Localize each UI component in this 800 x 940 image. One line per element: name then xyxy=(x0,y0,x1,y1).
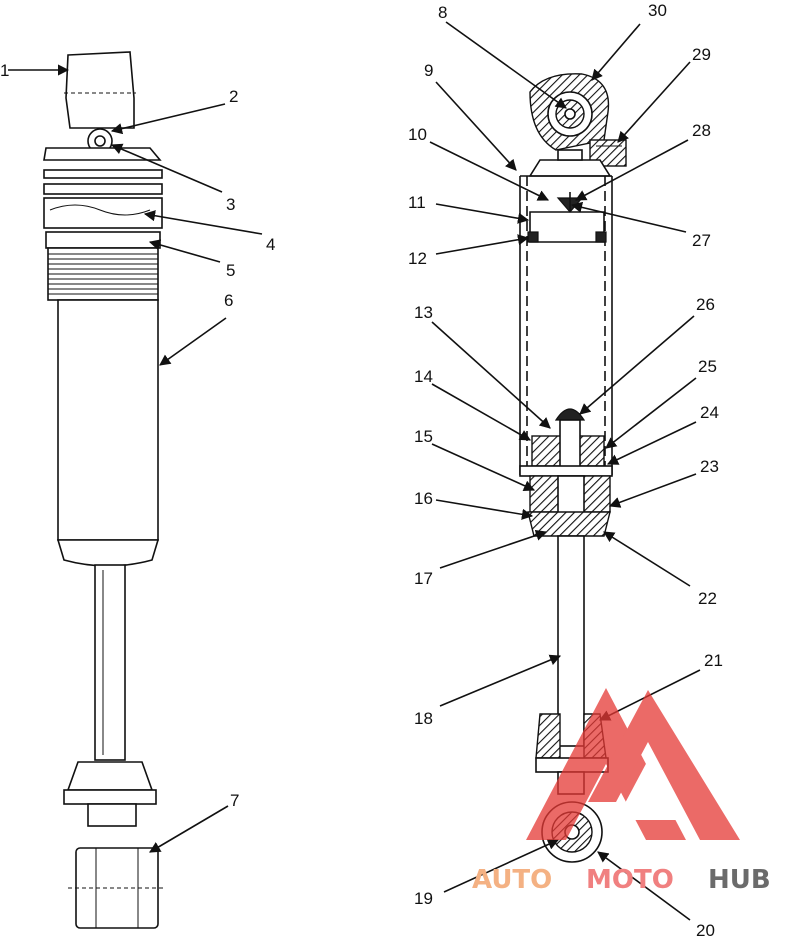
rebound-bumper xyxy=(554,408,586,421)
adjuster-ring xyxy=(43,197,163,229)
callout-19: 19 xyxy=(414,889,433,908)
bump-stop-section xyxy=(535,713,561,759)
callout-28: 28 xyxy=(692,121,711,140)
callout-24: 24 xyxy=(700,403,719,422)
callout-17: 17 xyxy=(414,569,433,588)
shaft-rod xyxy=(557,535,585,747)
watermark-part1: AUTO xyxy=(472,865,552,895)
callout-13: 13 xyxy=(414,303,433,322)
locknut xyxy=(43,169,163,179)
floating-piston xyxy=(529,211,605,243)
callout-11: 11 xyxy=(408,193,426,212)
watermark-text: AUTO MOTO HUB xyxy=(472,865,771,895)
callout-26: 26 xyxy=(696,295,715,314)
top-mount xyxy=(65,51,135,129)
shock-body xyxy=(57,299,159,541)
callout-7: 7 xyxy=(230,791,239,810)
exterior-shock-view xyxy=(8,51,263,929)
callout-18: 18 xyxy=(414,709,433,728)
callout-12: 12 xyxy=(408,249,427,268)
callout-1: 1 xyxy=(0,61,9,80)
piston-rod xyxy=(94,564,126,761)
callout-23: 23 xyxy=(700,457,719,476)
callout-20: 20 xyxy=(696,921,715,940)
callout-29: 29 xyxy=(692,45,711,64)
callout-2: 2 xyxy=(229,87,238,106)
callout-3: 3 xyxy=(226,195,235,214)
callout-6: 6 xyxy=(224,291,233,310)
cross-section-view xyxy=(429,21,701,921)
callout-22: 22 xyxy=(698,589,717,608)
watermark-part3: HUB xyxy=(708,865,771,895)
callout-30: 30 xyxy=(648,1,667,20)
threads xyxy=(48,253,158,295)
callout-labels: 1 2 3 4 5 6 7 8 9 10 11 12 13 14 15 16 1… xyxy=(0,1,723,940)
callout-5: 5 xyxy=(226,261,235,280)
callout-10: 10 xyxy=(408,125,427,144)
callout-21: 21 xyxy=(704,651,723,670)
callout-25: 25 xyxy=(698,357,717,376)
watermark-logo xyxy=(526,688,740,840)
logo-triangle-right xyxy=(588,690,740,840)
end-cap xyxy=(528,159,612,177)
callout-16: 16 xyxy=(414,489,433,508)
callout-8: 8 xyxy=(438,3,447,22)
callout-4: 4 xyxy=(266,235,275,254)
watermark-part2: MOTO xyxy=(586,865,674,895)
bump-stop xyxy=(66,761,154,791)
callout-9: 9 xyxy=(424,61,433,80)
callout-14: 14 xyxy=(414,367,433,386)
callout-15: 15 xyxy=(414,427,433,446)
callout-27: 27 xyxy=(692,231,711,250)
